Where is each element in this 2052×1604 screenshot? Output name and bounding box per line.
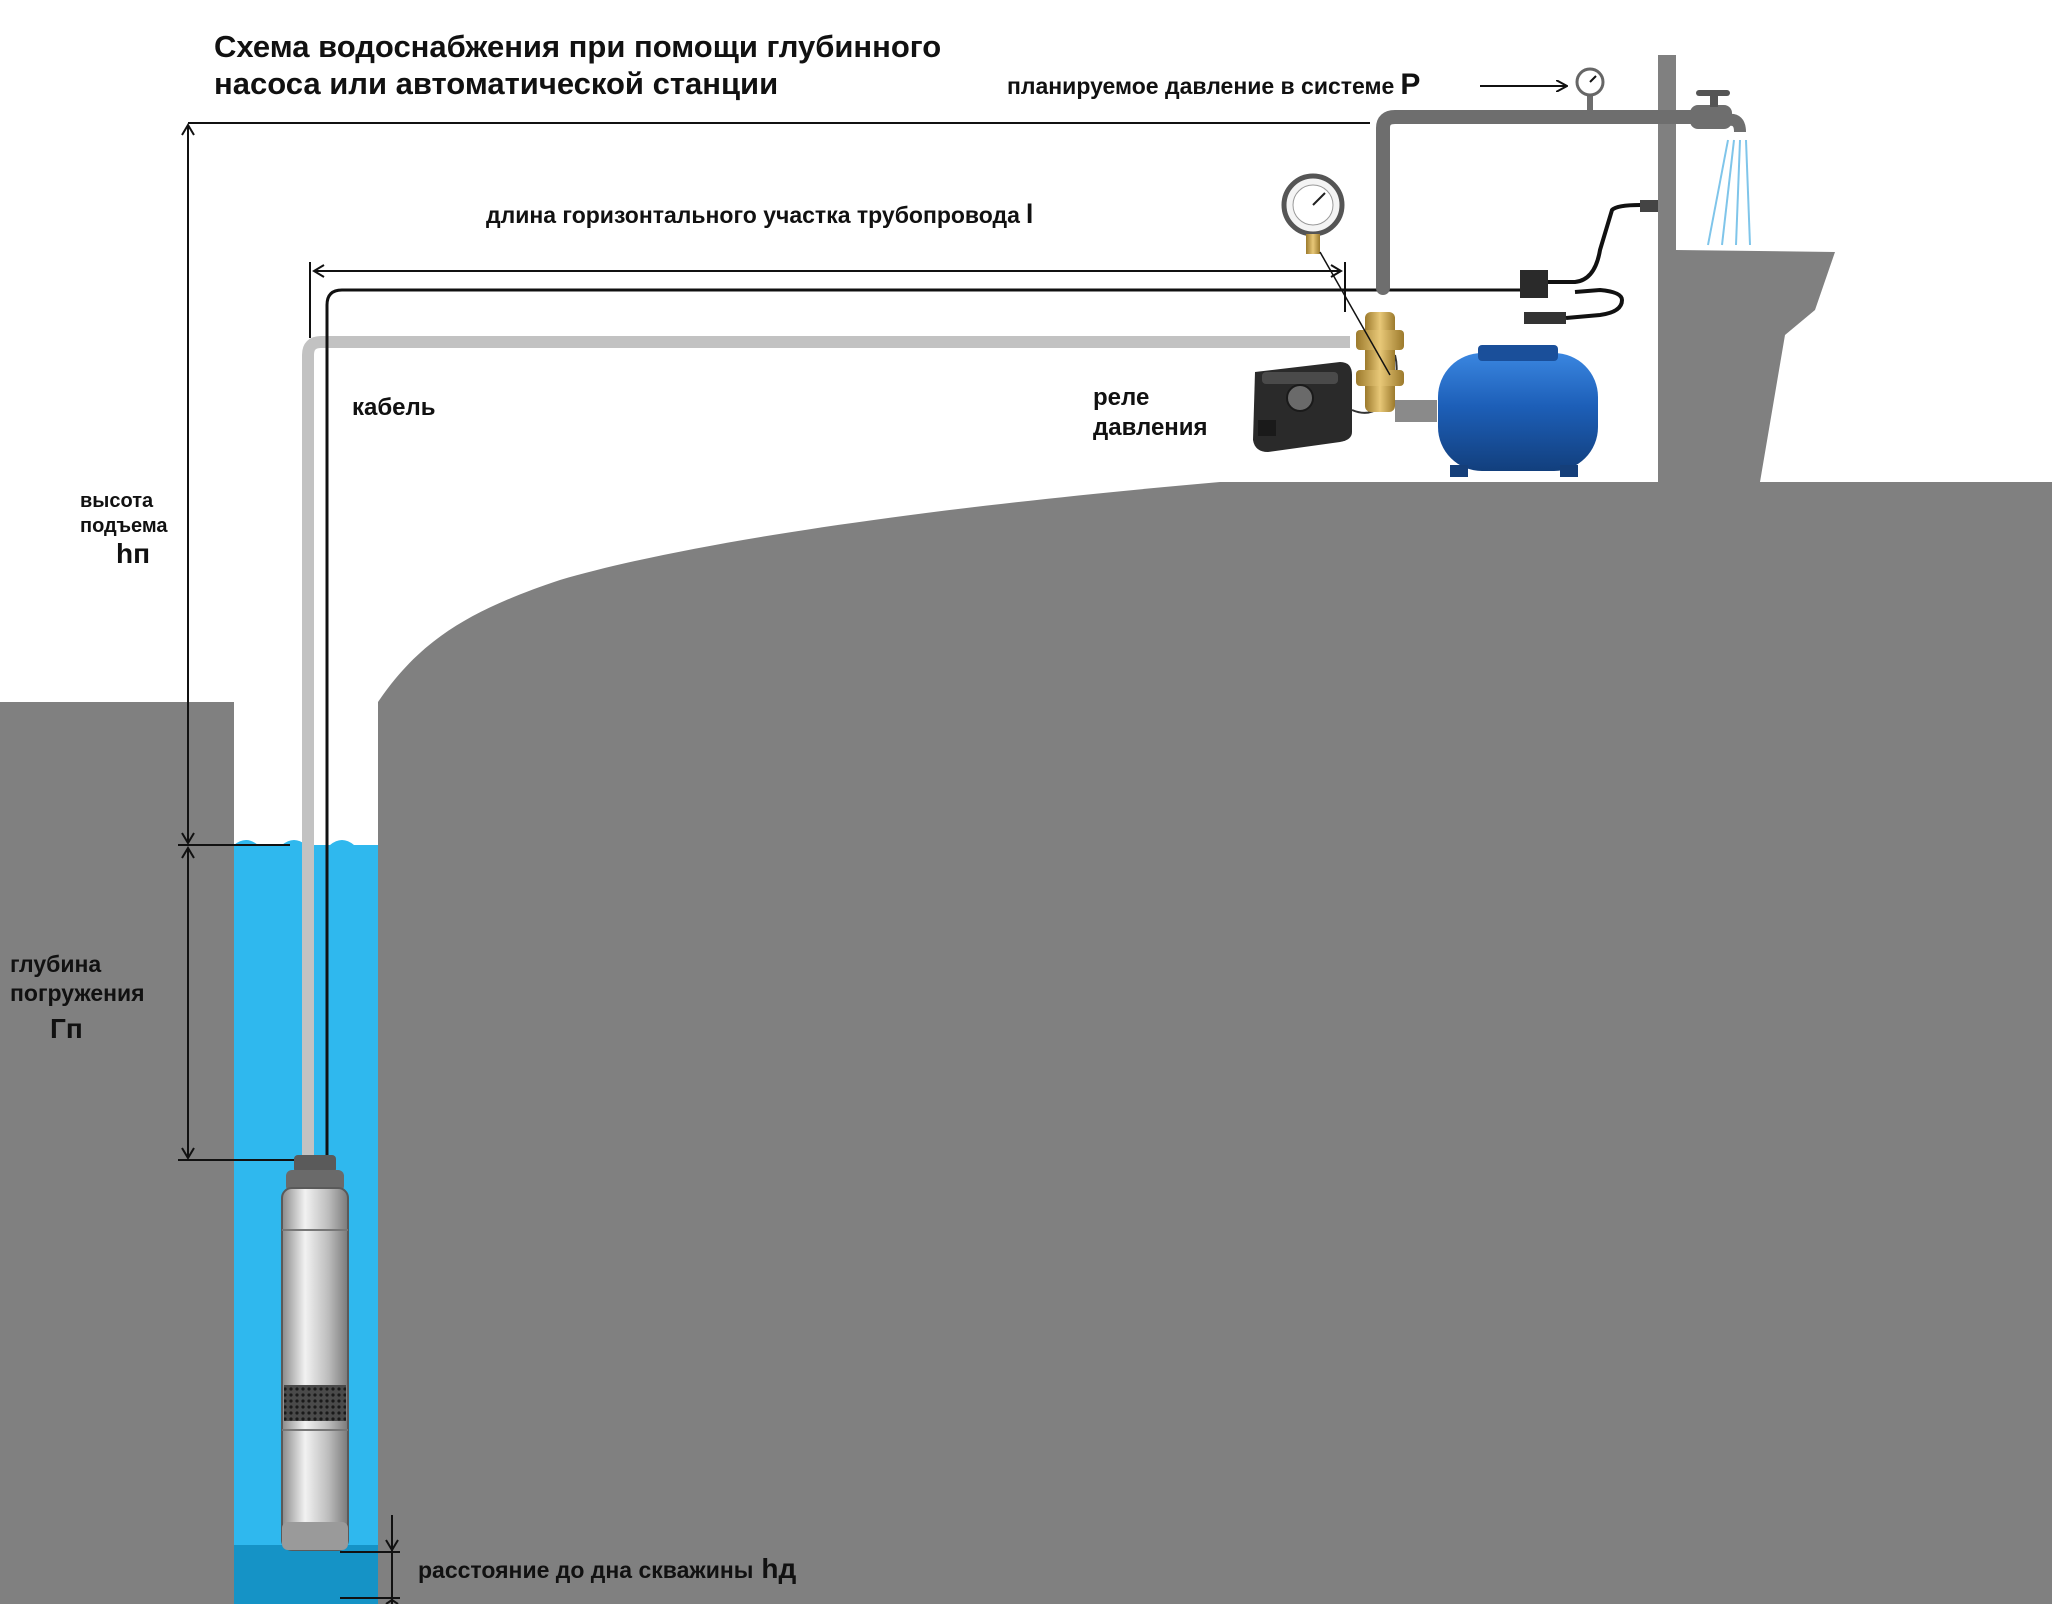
pressure-symbol: P (1400, 68, 1421, 101)
lift-height-label: высота подъема hп (80, 489, 168, 569)
lift-symbol: hп (116, 538, 151, 569)
horizontal-symbol: l (1025, 199, 1034, 229)
lift-line-2: подъема (80, 515, 168, 537)
depth-line-2: погружения (10, 980, 145, 1006)
ground (0, 55, 2052, 1604)
relay-line-1: реле (1093, 384, 1150, 411)
hydraulic-tank-icon (1438, 345, 1598, 477)
brass-fitting (1356, 312, 1437, 422)
lift-line-1: высота (80, 490, 154, 512)
title-line-2: насоса или автоматической станции (214, 66, 779, 101)
dimension-submersion-depth (178, 844, 294, 1161)
pressure-text: планируемое давление в системе (1007, 73, 1395, 99)
relay-line-2: давления (1093, 414, 1208, 441)
wall-pressure-switch (1520, 200, 1658, 324)
supply-pipe (302, 336, 1350, 1160)
bottom-distance-label: расстояние до дна скважины hд (418, 1553, 796, 1585)
pressure-relay-label: реле давления (1093, 383, 1273, 443)
dimension-horizontal-length (309, 262, 1346, 338)
power-cable (325, 288, 1545, 1165)
submersion-depth-label: глубина погружения Гп (10, 950, 145, 1043)
horizontal-length-label: длина горизонтального участка трубопрово… (486, 199, 1033, 230)
dimension-lift-height (181, 122, 1370, 845)
house-plumbing (1376, 110, 1715, 295)
system-pressure-gauge-icon (1575, 67, 1605, 112)
diagram-title: Схема водоснабжения при помощи глубинног… (214, 28, 941, 102)
depth-line-1: глубина (10, 951, 102, 977)
pressure-gauge-icon (1281, 173, 1345, 254)
faucet-icon (1690, 90, 1751, 246)
horizontal-text: длина горизонтального участка трубопрово… (486, 202, 1020, 228)
bottom-text: расстояние до дна скважины (418, 1557, 754, 1583)
depth-symbol: Гп (50, 1013, 83, 1044)
cable-label: кабель (352, 394, 436, 421)
submersible-pump-icon (281, 1155, 349, 1551)
dimension-bottom-distance (340, 1515, 400, 1604)
bottom-symbol: hд (761, 1553, 797, 1584)
title-line-1: Схема водоснабжения при помощи глубинног… (214, 29, 942, 64)
